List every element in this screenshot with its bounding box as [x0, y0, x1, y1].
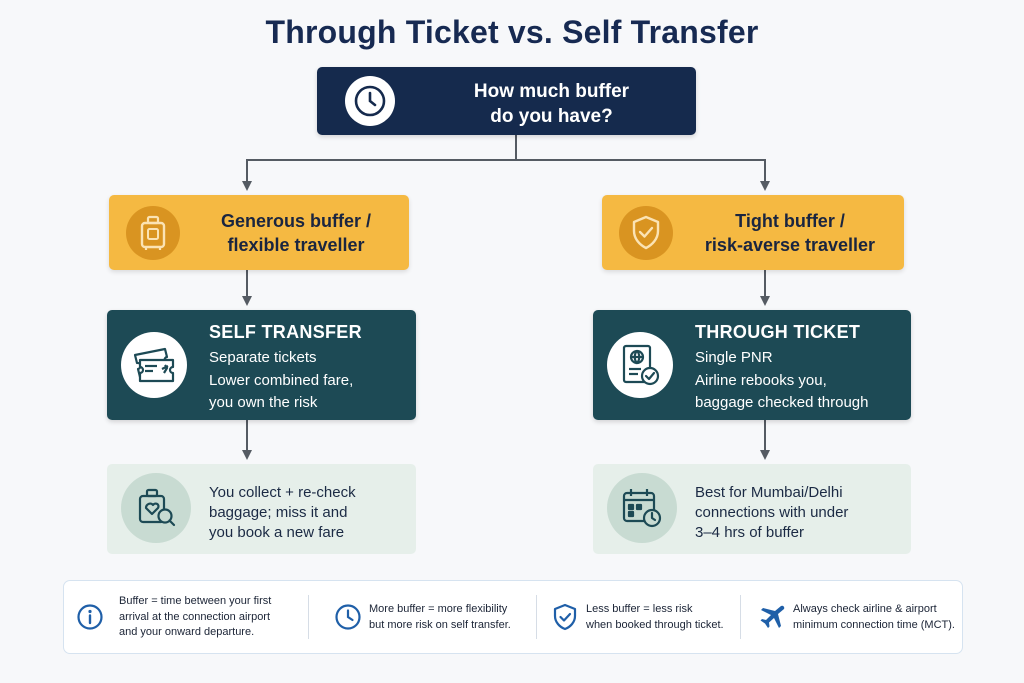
condition-text: Generous buffer / flexible traveller	[191, 209, 401, 257]
tickets-icon	[121, 332, 187, 398]
option-detail-line: baggage checked through	[695, 394, 869, 411]
option-detail-line: Lower combined fare,	[209, 372, 354, 389]
footer-divider	[308, 595, 309, 639]
footer-line: when booked through ticket.	[586, 618, 724, 631]
luggage-icon	[126, 206, 180, 260]
question-text: How much buffer do you have?	[417, 79, 686, 129]
condition-generous-buffer: Generous buffer / flexible traveller	[109, 195, 409, 270]
note-text: Best for Mumbai/Delhi connections with u…	[695, 483, 848, 543]
note-self-transfer: You collect + re-check baggage; miss it …	[107, 464, 416, 554]
calendar-clock-icon	[607, 473, 677, 543]
footer-line: Always check airline & airport	[793, 603, 937, 615]
option-heading: THROUGH TICKET	[695, 322, 861, 342]
note-line: you book a new fare	[209, 524, 345, 541]
footer-line: arrival at the connection airport	[119, 610, 271, 623]
passport-check-icon	[607, 332, 673, 398]
footer-text: Buffer = time between your first arrival…	[119, 594, 271, 641]
footer-line: and your onward departure.	[119, 626, 255, 638]
option-detail-line: Single PNR	[695, 349, 773, 366]
footer-item-check-mct: Always check airline & airport minimum c…	[748, 581, 962, 653]
option-detail-line: Airline rebooks you,	[695, 372, 827, 389]
question-line-1: How much buffer	[473, 81, 630, 102]
luggage-search-icon	[121, 473, 191, 543]
option-detail-line: you own the risk	[209, 394, 318, 411]
condition-text: Tight buffer / risk-averse traveller	[684, 209, 896, 257]
condition-tight-buffer: Tight buffer / risk-averse traveller	[602, 195, 904, 270]
footer-divider	[740, 595, 741, 639]
footer-item-more-buffer: More buffer = more flexibility but more …	[320, 581, 530, 653]
condition-line-1: Generous buffer /	[220, 211, 372, 231]
footer-divider	[536, 595, 537, 639]
footer-line: but more risk on self transfer.	[369, 618, 511, 631]
note-line: Best for Mumbai/Delhi	[695, 484, 843, 501]
footer-legend: Buffer = time between your first arrival…	[63, 580, 963, 654]
footer-line: Less buffer = less risk	[586, 603, 693, 615]
connector-split	[246, 159, 770, 191]
option-through-ticket: THROUGH TICKET Single PNR Airline rebook…	[593, 310, 911, 420]
info-icon	[77, 604, 103, 630]
clock-icon	[345, 76, 395, 126]
airplane-icon	[760, 605, 785, 628]
footer-text: Less buffer = less risk when booked thro…	[586, 602, 724, 633]
footer-line: minimum connection time (MCT).	[793, 618, 955, 631]
option-heading: SELF TRANSFER	[209, 322, 362, 342]
question-line-2: do you have?	[490, 106, 613, 127]
diagram-title: Through Ticket vs. Self Transfer	[265, 14, 759, 50]
shield-check-icon	[553, 603, 577, 631]
note-line: connections with under	[695, 504, 849, 521]
condition-line-1: Tight buffer /	[735, 211, 845, 231]
footer-item-buffer-definition: Buffer = time between your first arrival…	[64, 581, 306, 653]
note-line: 3–4 hrs of buffer	[695, 524, 804, 541]
condition-line-2: flexible traveller	[227, 235, 365, 255]
shield-check-icon	[619, 206, 673, 260]
footer-text: Always check airline & airport minimum c…	[793, 602, 955, 633]
footer-line: Buffer = time between your first	[119, 595, 272, 607]
option-self-transfer: SELF TRANSFER Separate tickets Lower com…	[107, 310, 416, 420]
option-detail-line: Separate tickets	[209, 349, 317, 366]
note-text: You collect + re-check baggage; miss it …	[209, 483, 356, 543]
note-through-ticket: Best for Mumbai/Delhi connections with u…	[593, 464, 911, 554]
clock-icon	[335, 604, 361, 630]
question-box: How much buffer do you have?	[317, 67, 696, 135]
note-line: baggage; miss it and	[209, 504, 348, 521]
condition-line-2: risk-averse traveller	[704, 235, 876, 255]
note-line: You collect + re-check	[209, 484, 356, 501]
footer-item-less-buffer: Less buffer = less risk when booked thro…	[542, 581, 732, 653]
footer-text: More buffer = more flexibility but more …	[369, 602, 511, 633]
footer-line: More buffer = more flexibility	[369, 603, 508, 615]
